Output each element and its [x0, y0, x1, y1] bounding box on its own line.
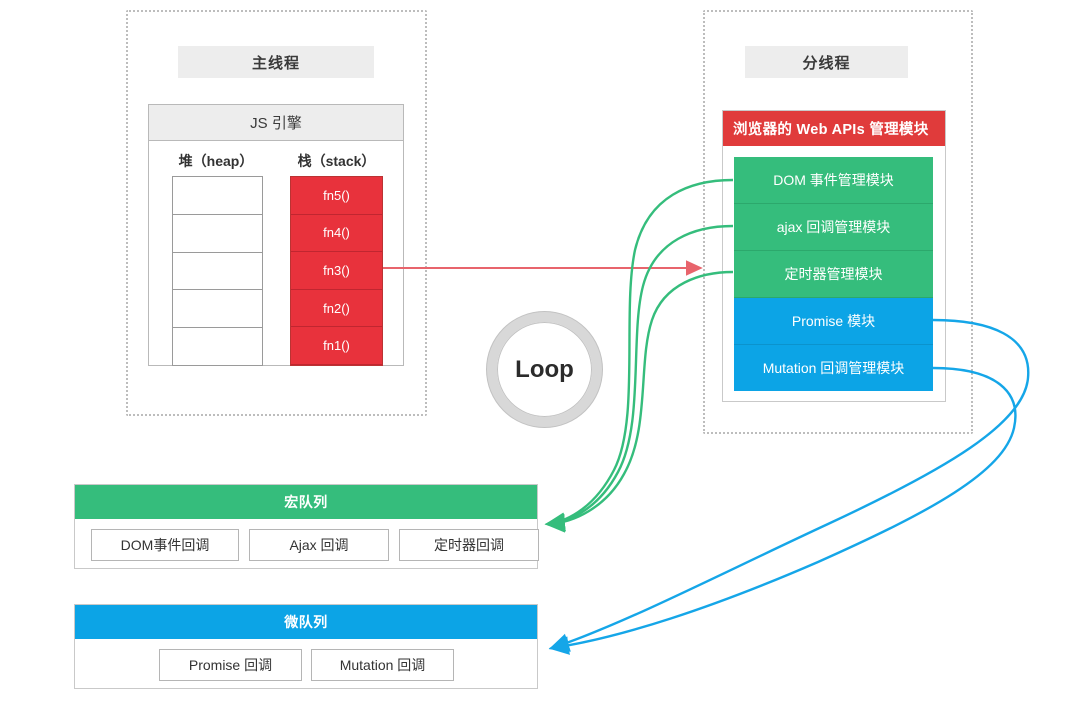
main-thread-container — [126, 10, 427, 416]
macro-queue-chip-ajax[interactable]: Ajax 回调 — [249, 529, 389, 561]
stack-frame: fn4() — [291, 214, 382, 253]
heap-column — [172, 176, 263, 366]
web-apis-panel: 浏览器的 Web APIs 管理模块 DOM 事件管理模块 ajax 回调管理模… — [722, 110, 946, 402]
stack-frame: fn2() — [291, 289, 382, 328]
module-mutation[interactable]: Mutation 回调管理模块 — [734, 345, 933, 391]
module-ajax-callback[interactable]: ajax 回调管理模块 — [734, 204, 933, 251]
micro-queue-box: 微队列 Promise 回调 Mutation 回调 — [74, 604, 538, 689]
macro-queue-chip-dom[interactable]: DOM事件回调 — [91, 529, 239, 561]
web-apis-module-list: DOM 事件管理模块 ajax 回调管理模块 定时器管理模块 Promise 模… — [734, 157, 933, 391]
heap-cell — [173, 215, 262, 253]
heap-cell — [173, 328, 262, 365]
call-stack-column: fn5() fn4() fn3() fn2() fn1() — [290, 176, 383, 366]
stack-frame: fn3() — [291, 252, 382, 290]
micro-queue-items: Promise 回调 Mutation 回调 — [75, 639, 537, 689]
heap-label: 堆（heap） — [178, 153, 254, 169]
stack-label: 栈（stack） — [297, 153, 376, 169]
heap-cell — [173, 253, 262, 291]
main-thread-title: 主线程 — [178, 46, 374, 78]
worker-thread-title: 分线程 — [745, 46, 908, 78]
js-engine-title: JS 引擎 — [149, 105, 403, 141]
heap-cell — [173, 177, 262, 215]
macro-queue-items: DOM事件回调 Ajax 回调 定时器回调 — [75, 519, 539, 569]
micro-queue-chip-mutation[interactable]: Mutation 回调 — [311, 649, 454, 681]
macro-queue-box: 宏队列 DOM事件回调 Ajax 回调 定时器回调 — [74, 484, 539, 569]
stack-frame: fn5() — [291, 177, 382, 215]
micro-queue-title: 微队列 — [75, 605, 537, 639]
macro-queue-chip-timer[interactable]: 定时器回调 — [399, 529, 539, 561]
macro-queue-title: 宏队列 — [75, 485, 537, 519]
micro-queue-chip-promise[interactable]: Promise 回调 — [159, 649, 302, 681]
module-timer[interactable]: 定时器管理模块 — [734, 251, 933, 298]
event-loop-circle: Loop — [487, 312, 602, 427]
stack-frame: fn1() — [291, 327, 382, 365]
heap-cell — [173, 290, 262, 329]
js-engine-box: JS 引擎 堆（heap） 栈（stack） fn5() fn4() fn3()… — [148, 104, 404, 366]
web-apis-title: 浏览器的 Web APIs 管理模块 — [723, 111, 945, 146]
module-promise[interactable]: Promise 模块 — [734, 298, 933, 345]
module-dom-events[interactable]: DOM 事件管理模块 — [734, 157, 933, 204]
